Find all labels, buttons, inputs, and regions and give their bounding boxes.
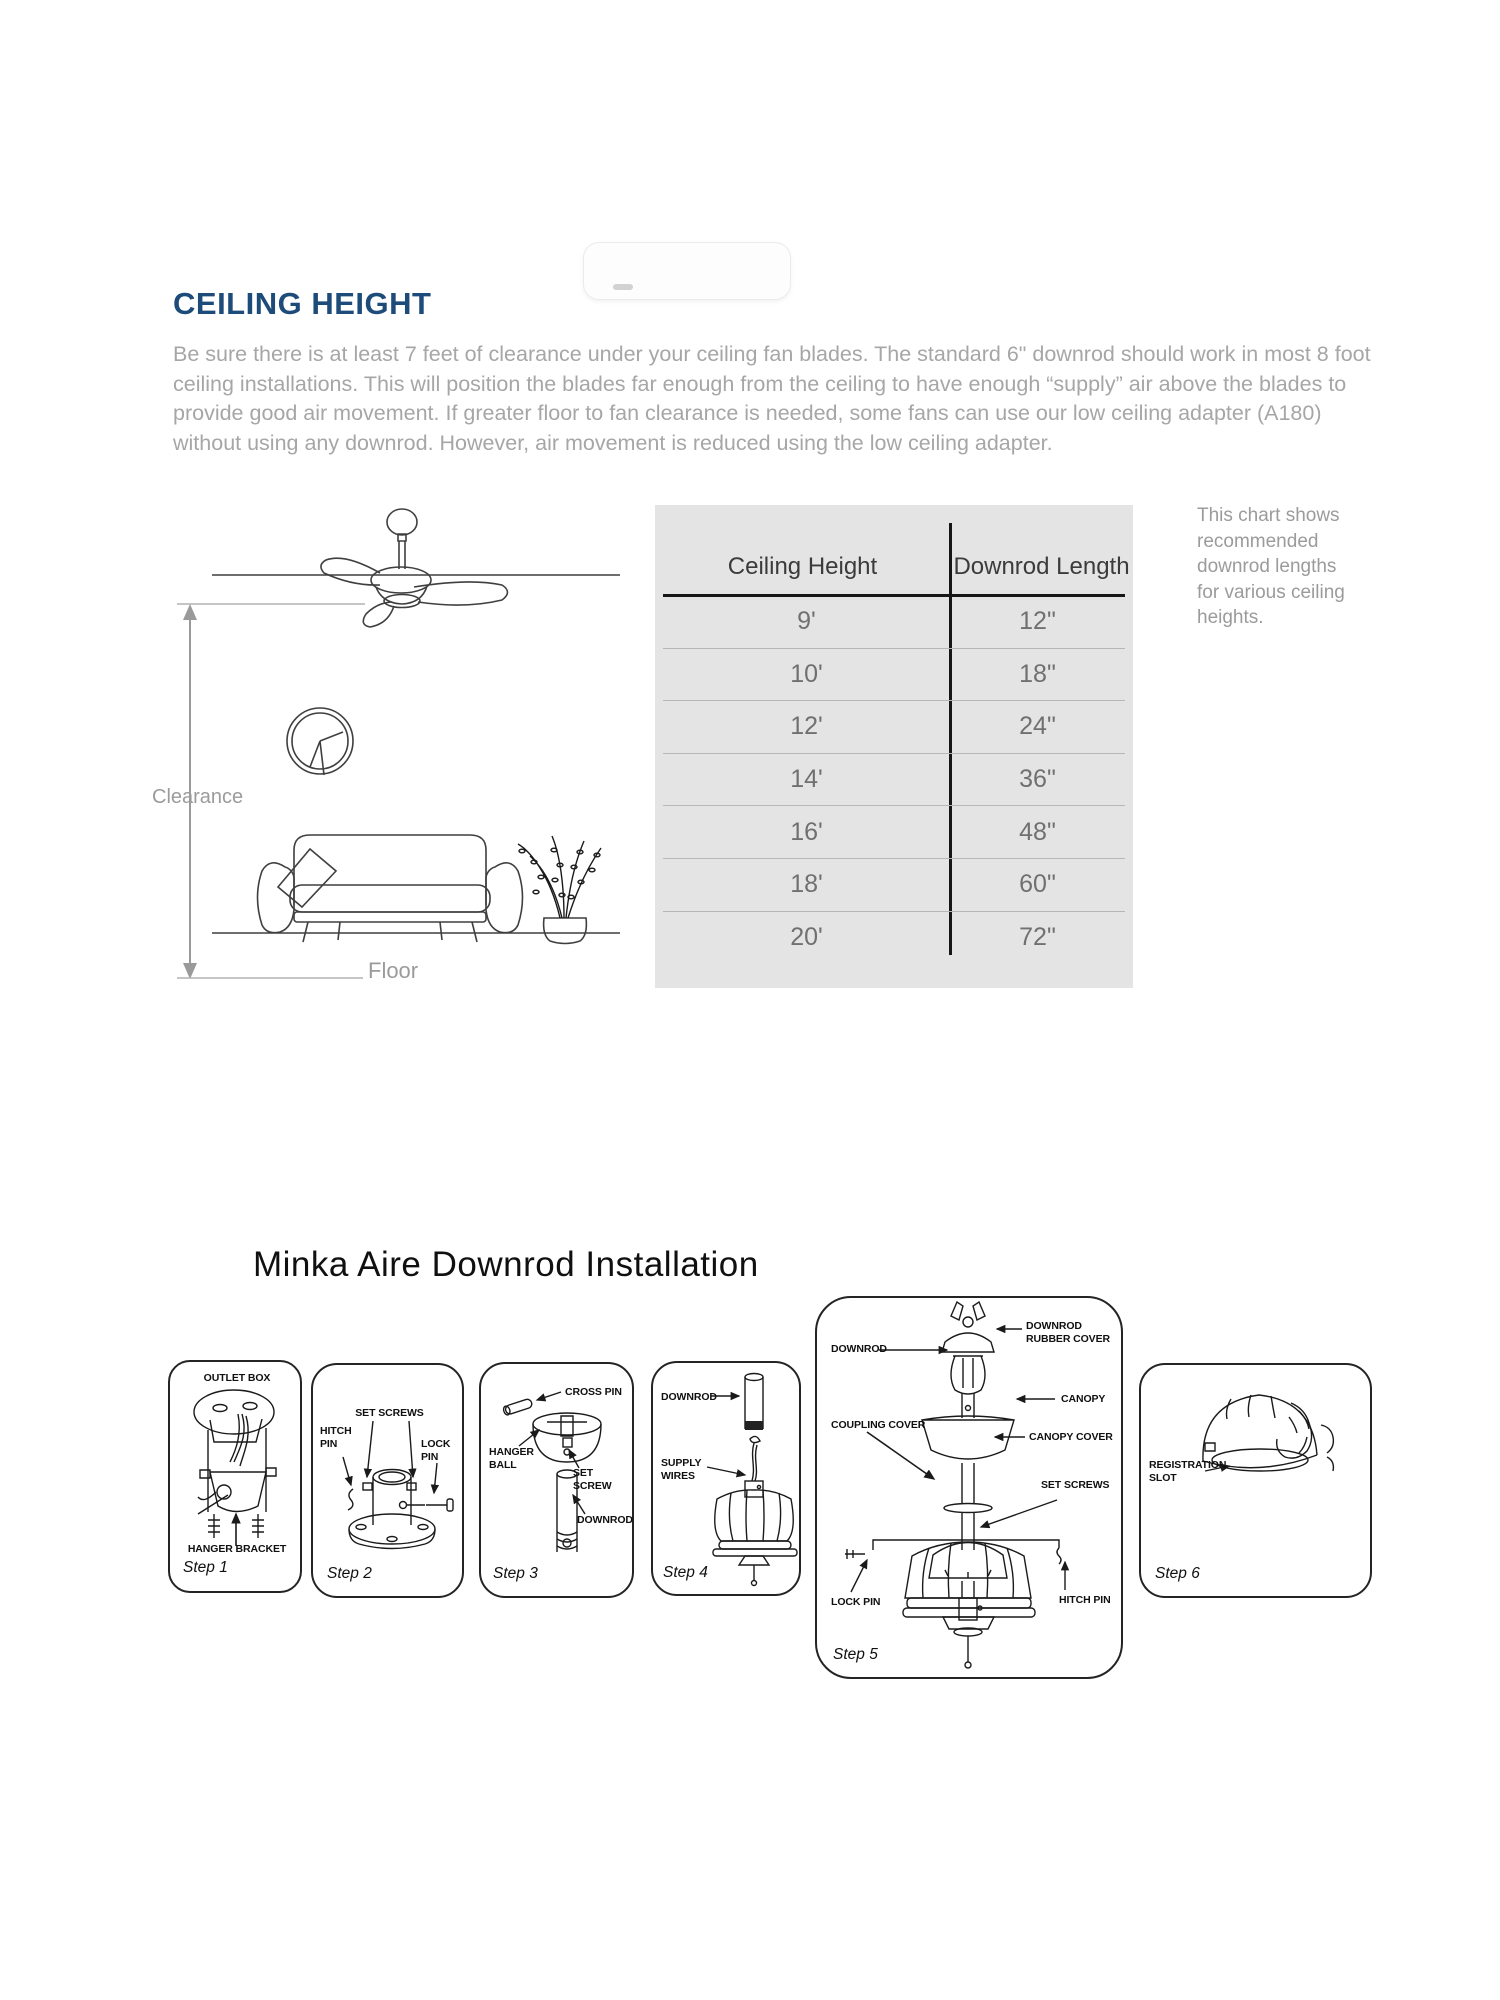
downrod-label: DOWNROD (831, 1343, 887, 1355)
cell-ceiling: 10' (790, 659, 823, 688)
wall-clock-icon (286, 707, 354, 776)
downrod-label: DOWNROD (661, 1391, 717, 1403)
cell-ceiling: 20' (790, 922, 823, 951)
step1-panel: OUTLET BOX HANGER BRACKET Step 1 (168, 1360, 302, 1593)
coupling-cover-label: COUPLING COVER (831, 1419, 926, 1431)
table-row: 14' 36" (663, 752, 1125, 806)
registration-slot-label: REGISTRATION SLOT (1149, 1459, 1227, 1484)
step5-art (845, 1300, 1070, 1669)
set-screw-label: SET SCREW (573, 1467, 612, 1492)
clearance-label: Clearance (152, 786, 244, 808)
header-underline (663, 594, 1125, 597)
table-row: 9' 12" (663, 596, 1125, 648)
hanger-ball-label: HANGER BALL (489, 1446, 534, 1471)
cell-ceiling: 18' (790, 870, 823, 899)
step5-panel: DOWNROD RUBBER COVER DOWNROD CANOPY COUP… (815, 1296, 1123, 1679)
table-row: 12' 24" (663, 700, 1125, 753)
table-row: 10' 18" (663, 647, 1125, 701)
cell-downrod: 60" (1019, 870, 1056, 899)
floor-label: Floor (368, 958, 419, 983)
hitch-pin-label: HITCH PIN (320, 1425, 352, 1450)
step1-art (193, 1389, 277, 1546)
step4-art (706, 1372, 798, 1587)
lock-pin-label: LOCK PIN (831, 1596, 881, 1608)
floating-card-remnant (583, 242, 791, 300)
lock-pin-label: LOCK PIN (421, 1438, 451, 1463)
step4-panel: DOWNROD SUPPLY WIRES Step 4 (651, 1361, 801, 1596)
table-body: 9' 12" 10' 18" 12' 24" 14' 36" 16' 48" 1… (663, 596, 1125, 963)
downrod-rubber-cover-label: DOWNROD RUBBER COVER (1026, 1320, 1110, 1345)
cell-downrod: 12" (1019, 607, 1056, 636)
plant-icon (517, 835, 602, 945)
intro-paragraph: Be sure there is at least 7 feet of clea… (173, 342, 1371, 455)
col-header-downrod-length: Downrod Length (953, 553, 1130, 580)
table-row: 16' 48" (663, 805, 1125, 858)
step3-panel: CROSS PIN HANGER BALL SET SCREW DOWNROD … (479, 1362, 634, 1598)
table-note: This chart shows recommended downrod len… (1197, 505, 1345, 628)
set-screws-label: SET SCREWS (355, 1407, 424, 1419)
cell-downrod: 24" (1019, 712, 1056, 741)
step6-panel: REGISTRATION SLOT Step 6 (1139, 1363, 1372, 1598)
cell-ceiling: 16' (790, 817, 823, 846)
cell-ceiling: 14' (790, 765, 823, 794)
step2-art (342, 1420, 454, 1550)
canopy-cover-label: CANOPY COVER (1029, 1431, 1113, 1443)
step2-caption: Step 2 (327, 1565, 372, 1582)
step3-art (502, 1391, 602, 1552)
installation-title: Minka Aire Downrod Installation (253, 1245, 759, 1284)
table-header-row: Ceiling Height Downrod Length (655, 505, 1133, 593)
canopy-label: CANOPY (1061, 1393, 1106, 1405)
step1-caption: Step 1 (183, 1559, 228, 1576)
table-row: 18' 60" (663, 857, 1125, 911)
cross-pin-label: CROSS PIN (565, 1386, 622, 1398)
cell-downrod: 18" (1019, 659, 1056, 688)
page-title: CEILING HEIGHT (173, 286, 432, 321)
step6-art (1202, 1394, 1335, 1472)
supply-wires-label: SUPPLY WIRES (661, 1457, 702, 1482)
step3-caption: Step 3 (493, 1565, 538, 1582)
cell-downrod: 72" (1019, 922, 1056, 951)
step6-caption: Step 6 (1155, 1565, 1200, 1582)
ceiling-fan-icon (320, 508, 509, 628)
outlet-box-label: OUTLET BOX (203, 1372, 271, 1384)
column-divider (949, 523, 952, 955)
downrod-label: DOWNROD (577, 1514, 633, 1526)
col-header-ceiling-height: Ceiling Height (727, 553, 878, 580)
cell-downrod: 48" (1019, 817, 1056, 846)
set-screws-label: SET SCREWS (1041, 1479, 1110, 1491)
step4-caption: Step 4 (663, 1564, 708, 1581)
hitch-pin-label: HITCH PIN (1059, 1594, 1111, 1606)
step2-panel: SET SCREWS HITCH PIN LOCK PIN Step 2 (311, 1363, 464, 1598)
table-row: 20' 72" (663, 910, 1125, 964)
clearance-arrow (177, 603, 365, 979)
clearance-diagram-art (177, 508, 620, 979)
cell-downrod: 36" (1019, 765, 1056, 794)
sofa-icon (256, 834, 524, 943)
downrod-length-table: Ceiling Height Downrod Length 9' 12" 10'… (655, 505, 1133, 988)
card-handle-dash (613, 284, 633, 290)
cell-ceiling: 12' (790, 712, 823, 741)
hanger-bracket-label: HANGER BRACKET (187, 1543, 287, 1555)
cell-ceiling: 9' (797, 607, 816, 636)
step5-caption: Step 5 (833, 1646, 878, 1663)
